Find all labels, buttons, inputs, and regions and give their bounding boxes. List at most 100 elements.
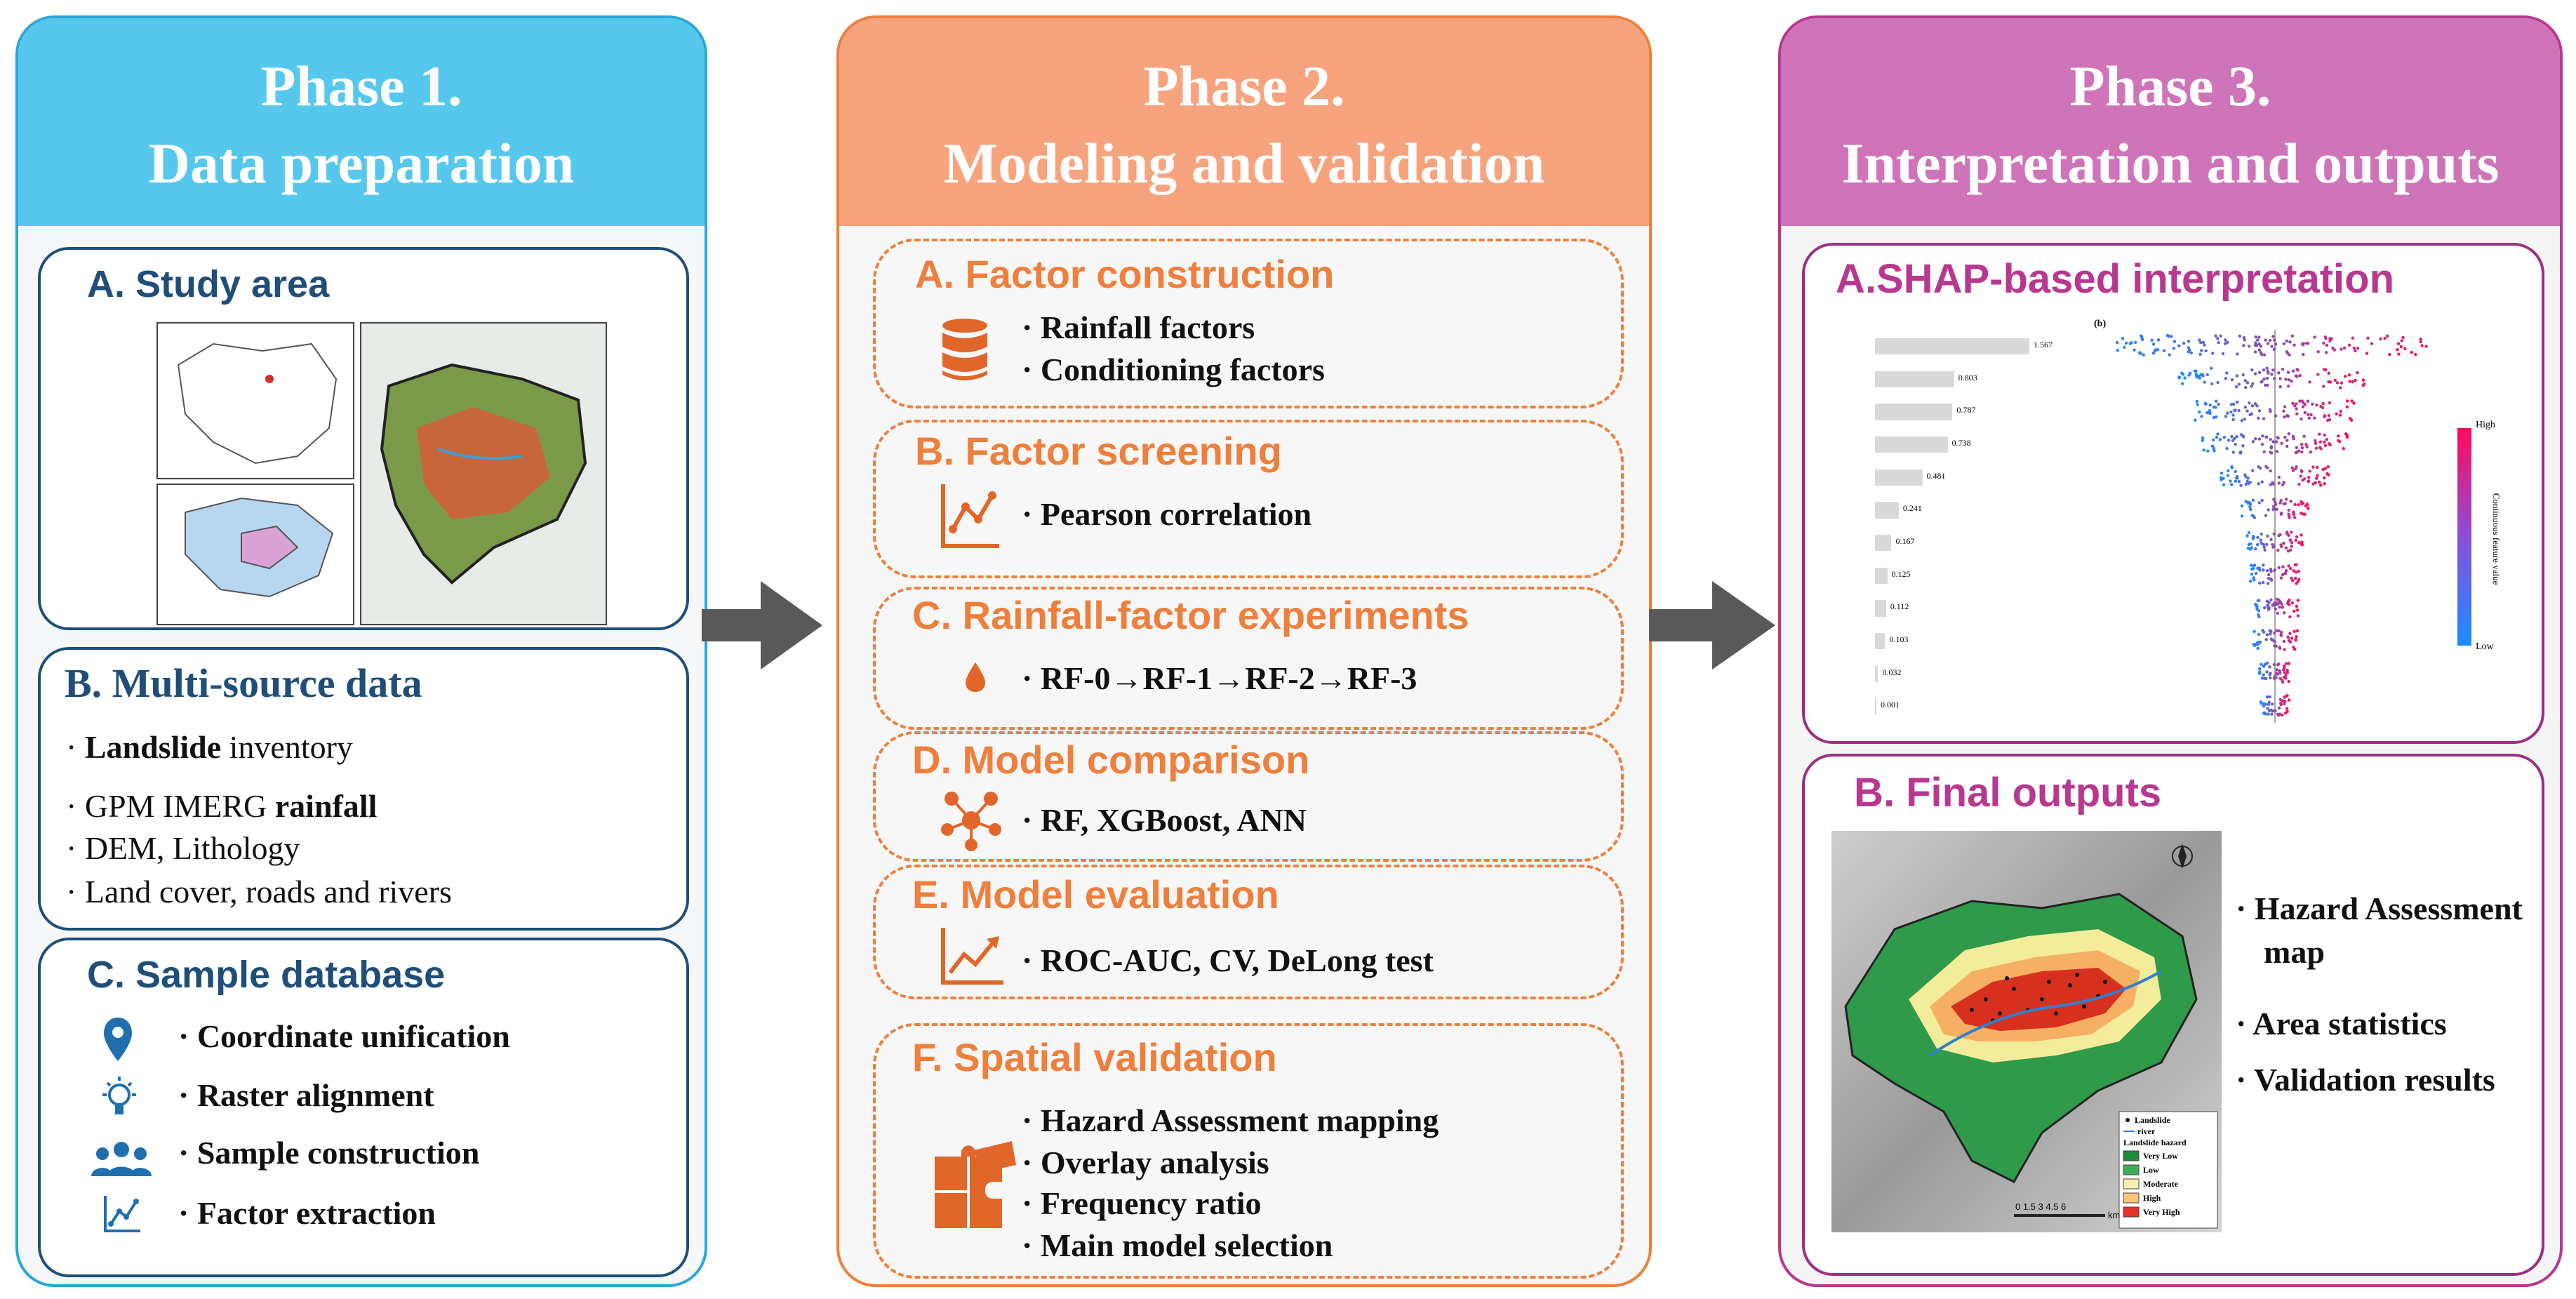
shap-point	[2253, 629, 2256, 634]
shap-point	[2262, 545, 2266, 549]
shap-point	[2314, 481, 2318, 484]
shap-point	[2268, 695, 2271, 699]
shap-point	[2243, 405, 2248, 409]
shap-point	[2252, 564, 2255, 568]
shap-point	[2236, 352, 2239, 356]
shap-point	[2231, 413, 2235, 417]
shap-bar	[1875, 600, 1886, 617]
shap-point	[2257, 409, 2262, 413]
rainfall-experiments-item-sequence: · RF-0→RF-1→RF-2→RF-3	[1022, 660, 1417, 696]
shap-bar	[1875, 633, 1886, 650]
arrow-right-icon	[702, 581, 822, 670]
shap-point	[2295, 451, 2299, 454]
shap-point	[2344, 432, 2348, 436]
shap-point	[2290, 379, 2293, 383]
shap-point	[2182, 341, 2186, 345]
shap-point	[2303, 512, 2307, 516]
shap-point	[2272, 498, 2276, 501]
shap-point	[2262, 353, 2267, 357]
shap-point	[2278, 605, 2281, 609]
shap-point	[2300, 540, 2304, 544]
shap-point	[2269, 577, 2273, 581]
shap-point	[2396, 342, 2401, 345]
shap-point	[2276, 672, 2279, 676]
shap-point	[2267, 573, 2271, 577]
shap-point	[2370, 342, 2374, 345]
shap-point	[2248, 481, 2252, 484]
shap-point	[2340, 347, 2343, 351]
shap-point	[2265, 376, 2269, 380]
shap-point	[2258, 640, 2262, 644]
shap-point	[2187, 340, 2191, 343]
shap-point	[2172, 347, 2176, 350]
shap-point	[2262, 417, 2266, 420]
shap-point	[2326, 465, 2330, 469]
shap-point	[2300, 469, 2303, 472]
shap-point	[2397, 352, 2401, 356]
shap-point	[2323, 482, 2326, 486]
shap-point	[2293, 576, 2297, 580]
legend-swatch	[2123, 1178, 2140, 1190]
shap-point	[2294, 639, 2297, 642]
shap-point	[2224, 338, 2227, 342]
shap-point	[2278, 698, 2282, 702]
shap-point	[2324, 368, 2328, 372]
shap-point	[2201, 436, 2205, 440]
shap-point	[2293, 502, 2297, 507]
shap-bar-value: 0.738	[1951, 438, 1971, 448]
shap-point	[2250, 404, 2255, 408]
shap-point	[2238, 451, 2243, 455]
shap-point	[2278, 501, 2282, 505]
shap-point	[2231, 451, 2236, 454]
shap-point	[2283, 695, 2286, 699]
shap-colorbar-label: Continuous feature value	[2491, 493, 2502, 585]
shap-point	[2277, 533, 2281, 538]
shap-point	[2296, 580, 2300, 583]
shap-point	[2288, 538, 2292, 542]
shap-point	[2251, 537, 2255, 540]
shap-point	[2271, 542, 2274, 547]
shap-point	[2309, 450, 2312, 454]
shap-point	[2296, 599, 2300, 602]
shap-point	[2253, 372, 2257, 375]
shap-point	[2335, 412, 2338, 416]
shap-point	[2269, 567, 2273, 571]
shap-point	[2314, 446, 2318, 450]
shap-point	[2269, 676, 2272, 680]
shap-point	[2284, 673, 2288, 677]
legend-swatch	[2123, 1192, 2140, 1204]
shap-point	[2295, 407, 2298, 411]
shap-point	[2245, 409, 2249, 413]
shap-point	[2286, 385, 2290, 388]
shap-point	[2203, 343, 2206, 347]
shap-bar-value: 0.787	[1956, 405, 1976, 415]
shap-point	[2285, 694, 2289, 698]
factor-construction-box: A. Factor construction · Rainfall factor…	[873, 239, 1624, 408]
shap-point	[2247, 531, 2251, 535]
shap-point	[2265, 366, 2269, 370]
shap-point	[2300, 450, 2304, 454]
shap-point	[2284, 569, 2288, 573]
shap-point	[2204, 349, 2208, 353]
shap-point	[2315, 403, 2318, 407]
shap-point	[2156, 338, 2161, 342]
shap-point	[2214, 415, 2218, 419]
shap-point	[2237, 382, 2241, 386]
multi-source-box: B. Multi-source data · Landslide invento…	[38, 647, 689, 931]
shap-point	[2365, 352, 2369, 355]
shap-point	[2257, 566, 2261, 570]
trend-chart-icon	[941, 928, 1003, 985]
shap-point	[2267, 371, 2270, 375]
shap-point	[2239, 433, 2243, 437]
shap-point	[2257, 501, 2261, 505]
shap-point	[2224, 377, 2228, 380]
people-icon	[91, 1142, 152, 1176]
shap-point	[2272, 677, 2276, 680]
shap-point	[2396, 348, 2399, 352]
shap-point	[2248, 547, 2252, 551]
shap-point	[2300, 417, 2303, 421]
shap-bar	[1875, 567, 1888, 584]
sample-database-box: C. Sample database · Coordinate unificat…	[38, 938, 689, 1277]
shap-point	[2318, 446, 2322, 449]
shap-point	[2269, 410, 2272, 413]
